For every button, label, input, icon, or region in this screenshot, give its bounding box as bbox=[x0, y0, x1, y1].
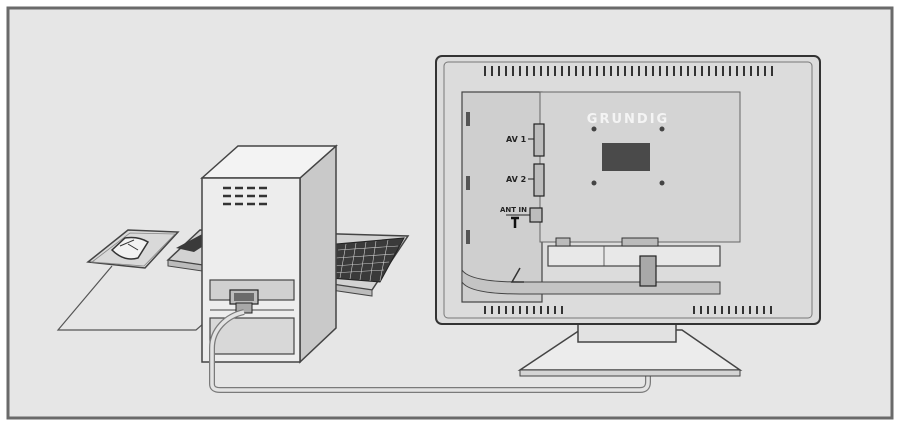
label-av1: AV 1 bbox=[506, 135, 527, 144]
antenna-icon bbox=[506, 207, 543, 228]
mouse-icon bbox=[86, 229, 180, 269]
brand-logo: GRUNDIG bbox=[587, 112, 669, 127]
scart-av1-port bbox=[528, 123, 545, 157]
scart-av2-port bbox=[528, 163, 545, 197]
vga-connector-icon bbox=[229, 289, 259, 314]
vesa-screw bbox=[591, 126, 597, 132]
vesa-screw bbox=[659, 126, 665, 132]
tv-vga-plug bbox=[639, 255, 657, 287]
vesa-screw bbox=[659, 180, 665, 186]
label-ant-in: ANT IN bbox=[500, 206, 527, 214]
monitor-back-icon bbox=[435, 55, 821, 325]
label-av2: AV 2 bbox=[506, 175, 526, 184]
vesa-screw bbox=[591, 180, 597, 186]
pc-tower-icon bbox=[200, 144, 338, 364]
